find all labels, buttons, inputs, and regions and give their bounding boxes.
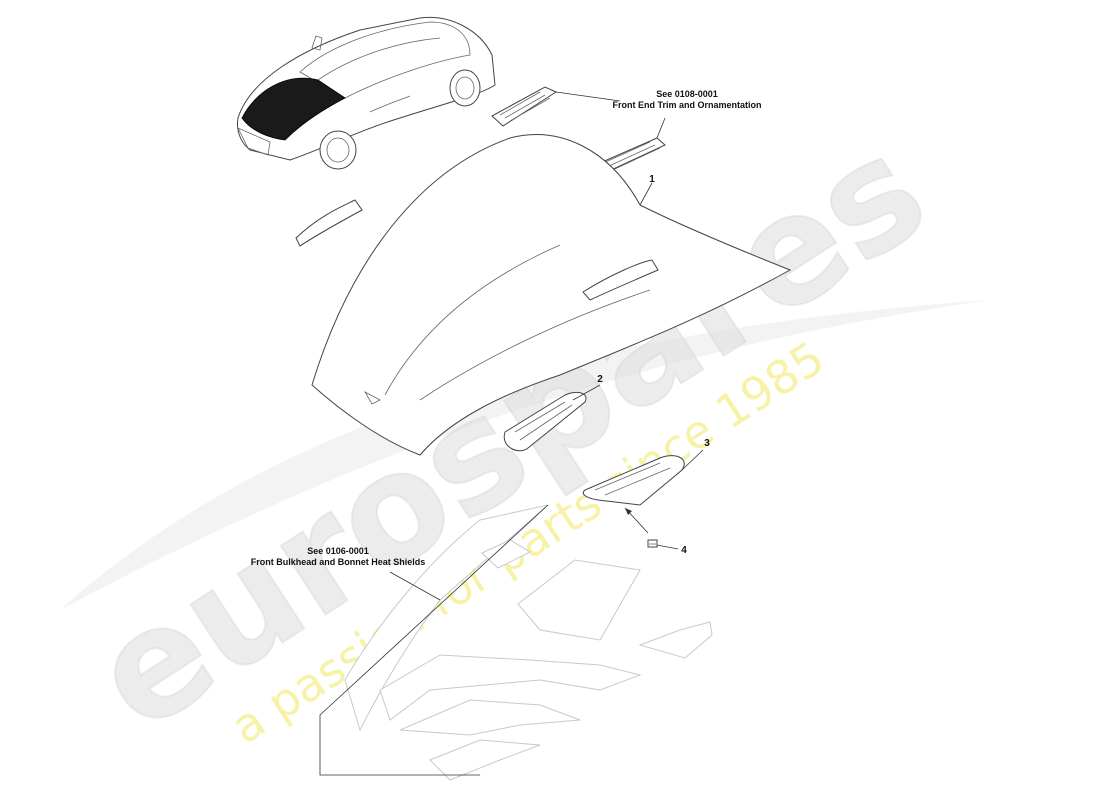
- trim-vent-upper: [491, 86, 558, 127]
- bulkhead-ref-title: Front Bulkhead and Bonnet Heat Shields: [251, 557, 426, 567]
- callout-2: 2: [597, 374, 603, 385]
- fastener-4: [647, 539, 658, 548]
- bonnet: [295, 134, 792, 456]
- front-trim-ref-code: See 0108-0001: [656, 89, 718, 99]
- heat-shields: [344, 504, 713, 781]
- bulkhead-bracket: [319, 504, 549, 776]
- callout-4: 4: [681, 545, 687, 556]
- callout-3: 3: [704, 438, 710, 449]
- highlighted-bonnet: [241, 77, 346, 141]
- bulkhead-ref-code: See 0106-0001: [307, 546, 369, 556]
- car-thumbnail: [237, 16, 496, 170]
- vent-insert-3: [582, 455, 685, 506]
- vent-insert-2: [503, 391, 587, 452]
- front-trim-ref-title: Front End Trim and Ornamentation: [612, 100, 761, 110]
- callout-1: 1: [649, 174, 655, 185]
